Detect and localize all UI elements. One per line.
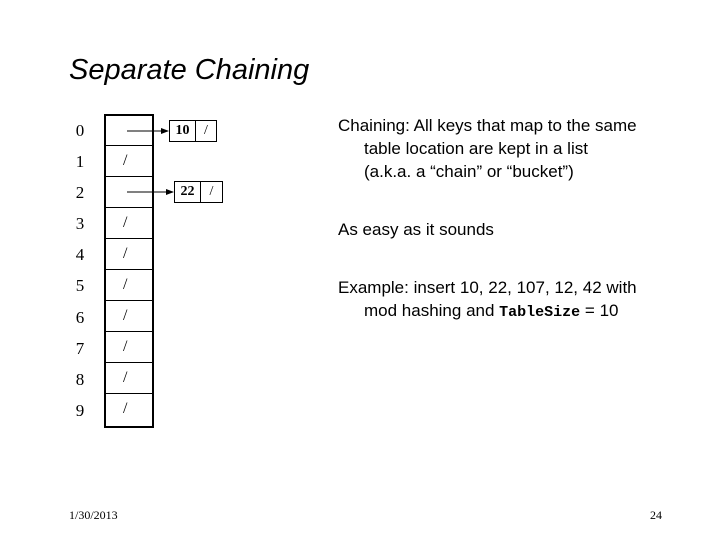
table-slot-9: / (106, 393, 152, 424)
easy-line: As easy as it sounds (338, 220, 494, 239)
node-next: / (209, 184, 214, 199)
slot-value: / (123, 276, 128, 293)
slot-value: / (123, 338, 128, 355)
node-key: 22 (175, 182, 201, 202)
table-slot-2 (106, 176, 152, 207)
slot-value: / (123, 369, 128, 386)
index-label-9: 9 (75, 401, 85, 420)
example-line-2: mod hashing and TableSize = 10 (338, 299, 708, 324)
chaining-line-3: (a.k.a. a “chain” or “bucket”) (364, 162, 574, 181)
chain-node-22: 22 / (174, 181, 223, 203)
slot-value: / (123, 214, 128, 231)
slot-value: / (123, 152, 128, 169)
slot-value: / (123, 245, 128, 262)
index-label-5: 5 (75, 276, 85, 295)
slot-value: / (123, 400, 128, 417)
slot-value: / (123, 307, 128, 324)
table-slot-0 (106, 114, 152, 145)
table-slot-4: / (106, 238, 152, 269)
chain-node-10: 10 / (169, 120, 217, 142)
index-label-7: 7 (75, 339, 85, 358)
node-next: / (204, 123, 208, 138)
index-label-0: 0 (75, 121, 85, 140)
index-label-1: 1 (75, 152, 85, 171)
easy-bullet: As easy as it sounds (338, 218, 708, 241)
chaining-bullet: Chaining: All keys that map to the same … (338, 114, 708, 183)
index-label-2: 2 (75, 183, 85, 202)
page-number: 24 (650, 508, 662, 522)
footer-date: 1/30/2013 (69, 508, 118, 522)
table-slot-1: / (106, 145, 152, 176)
node-key: 10 (170, 121, 196, 141)
hash-table: / / / / / / / / (104, 114, 154, 428)
table-slot-7: / (106, 331, 152, 362)
chaining-line-2: table location are kept in a list (364, 139, 588, 158)
index-label-6: 6 (75, 308, 85, 327)
example-text-pre: mod hashing and (364, 301, 495, 320)
table-slot-6: / (106, 300, 152, 331)
table-slot-8: / (106, 362, 152, 393)
table-slot-5: / (106, 269, 152, 300)
slide-title: Separate Chaining (69, 54, 310, 86)
index-label-8: 8 (75, 370, 85, 389)
example-text-post: = 10 (584, 301, 619, 320)
index-label-4: 4 (75, 245, 85, 264)
table-slot-3: / (106, 207, 152, 238)
index-label-3: 3 (75, 214, 85, 233)
example-line-1: Example: insert 10, 22, 107, 12, 42 with (338, 278, 637, 297)
chaining-line-1: Chaining: All keys that map to the same (338, 116, 637, 135)
tablesize-code: TableSize (499, 304, 581, 321)
example-bullet: Example: insert 10, 22, 107, 12, 42 with… (338, 276, 708, 324)
